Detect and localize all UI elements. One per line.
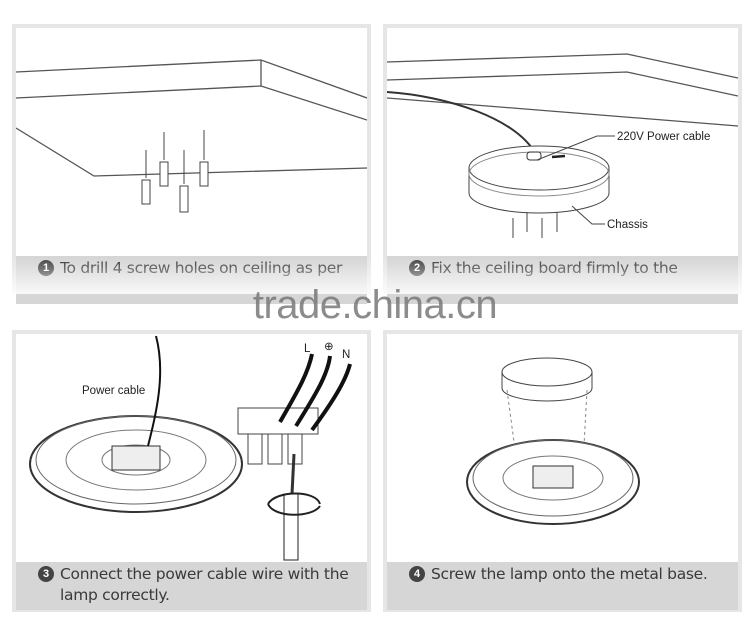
- label-neutral: N: [342, 349, 350, 361]
- step-number-badge: 1: [38, 260, 54, 276]
- step-2-panel: 220V Power cable Chassis 2 Fix the ceili…: [383, 24, 742, 304]
- step-number-badge: 3: [38, 566, 54, 582]
- step-4-caption: 4 Screw the lamp onto the metal base.: [387, 562, 738, 610]
- step-4-panel: 4 Screw the lamp onto the metal base.: [383, 330, 742, 612]
- chassis-icon: [468, 145, 610, 214]
- step-3-caption: 3 Connect the power cable wire with the …: [16, 562, 367, 610]
- step-3-text: Connect the power cable wire with the la…: [60, 565, 349, 604]
- wall-plug-icon: [141, 130, 209, 213]
- step-number-badge: 4: [409, 566, 425, 582]
- step-1-illustration: [16, 28, 367, 256]
- label-earth: ⊕: [324, 341, 334, 353]
- step-4-text: Screw the lamp onto the metal base.: [431, 565, 708, 583]
- chassis-icon: [501, 357, 593, 402]
- step-3-panel: Power cable L ⊕ N 3 Connect the powe: [12, 330, 371, 612]
- step-2-text: Fix the ceiling board firmly to the: [431, 259, 678, 277]
- label-live: L: [304, 343, 311, 355]
- step-1-text: To drill 4 screw holes on ceiling as per: [60, 259, 343, 277]
- terminal-block-icon: [237, 353, 352, 465]
- wiring-diagram: Power cable L ⊕ N: [29, 335, 352, 561]
- lamp-base-icon: [29, 415, 243, 513]
- step-1-panel: 1 To drill 4 screw holes on ceiling as p…: [12, 24, 371, 304]
- label-chassis: Chassis: [607, 219, 648, 231]
- step-2-illustration: 220V Power cable Chassis: [387, 28, 738, 256]
- label-power-cable: Power cable: [82, 385, 145, 397]
- watermark: trade.china.cn: [252, 283, 498, 327]
- screw-icon: [512, 212, 558, 238]
- step-number-badge: 2: [409, 260, 425, 276]
- label-220v-power-cable: 220V Power cable: [617, 131, 710, 143]
- screwdriver-icon: [267, 453, 321, 561]
- ceiling-drilling-diagram: [16, 59, 367, 213]
- step-3-illustration: Power cable L ⊕ N: [16, 334, 367, 562]
- lamp-assembly-diagram: [466, 357, 640, 525]
- lamp-base-icon: [466, 439, 640, 525]
- step-4-illustration: [387, 334, 738, 562]
- chassis-mounting-diagram: 220V Power cable Chassis: [387, 53, 738, 238]
